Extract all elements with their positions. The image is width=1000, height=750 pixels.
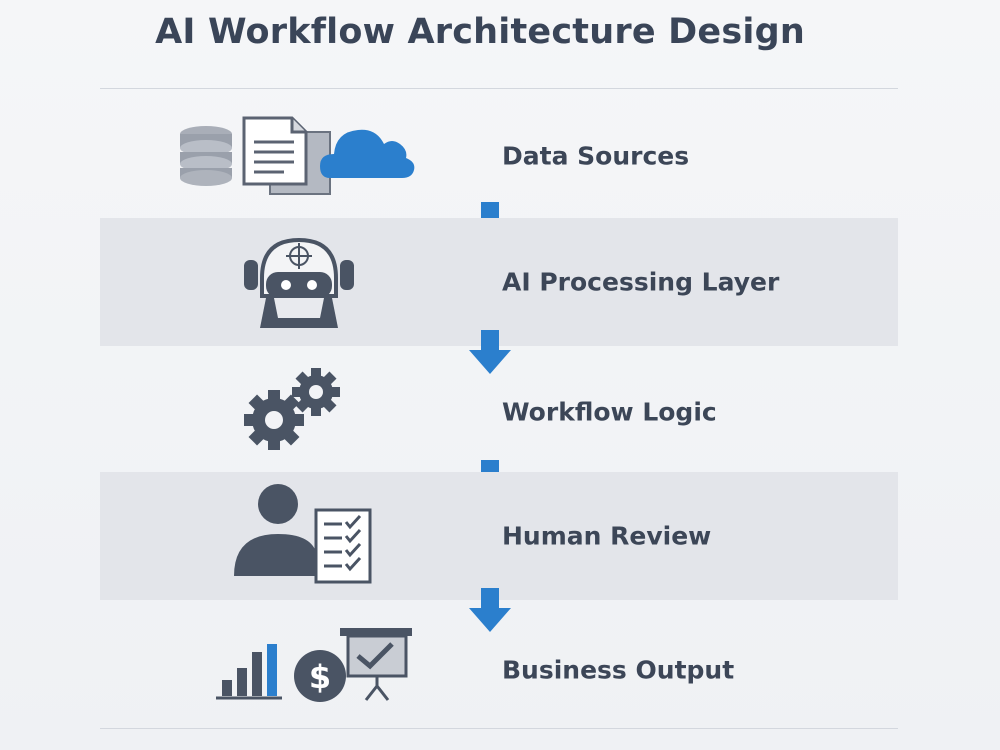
- small-gear-icon: [292, 368, 340, 416]
- person-icon: [234, 484, 316, 576]
- layer-data-sources: Data Sources: [100, 92, 898, 220]
- layer-ai-processing: AI Processing Layer: [100, 218, 898, 346]
- presentation-board-icon: [340, 628, 412, 701]
- dollar-coin-icon: $: [294, 650, 346, 702]
- person-checklist-icon: [170, 472, 430, 600]
- page-title: AI Workflow Architecture Design: [155, 12, 805, 52]
- layer-label: Workflow Logic: [502, 397, 717, 427]
- top-divider: [100, 88, 898, 89]
- checklist-icon: [314, 508, 372, 584]
- bar-chart-icon: [216, 644, 282, 700]
- cloud-icon: [320, 129, 415, 178]
- chart-dollar-presentation-icon: $: [170, 606, 430, 734]
- svg-text:$: $: [309, 658, 331, 696]
- large-gear-icon: [244, 390, 304, 450]
- database-document-cloud-icon: [170, 92, 430, 220]
- robot-icon: [170, 218, 430, 346]
- down-arrow-icon: [469, 588, 511, 632]
- layer-label: Data Sources: [502, 141, 690, 171]
- document-icon: [242, 116, 331, 195]
- gears-icon: [170, 348, 430, 476]
- down-arrow-icon: [469, 330, 511, 374]
- layer-business-output: $ Business Output: [100, 606, 898, 734]
- layer-label: AI Processing Layer: [502, 267, 780, 297]
- layer-human-review: Human Review: [100, 472, 898, 600]
- bottom-divider: [100, 728, 898, 729]
- layer-label: Human Review: [502, 521, 712, 551]
- layer-label: Business Output: [502, 655, 735, 685]
- layer-workflow-logic: Workflow Logic: [100, 348, 898, 476]
- database-icon: [180, 126, 232, 186]
